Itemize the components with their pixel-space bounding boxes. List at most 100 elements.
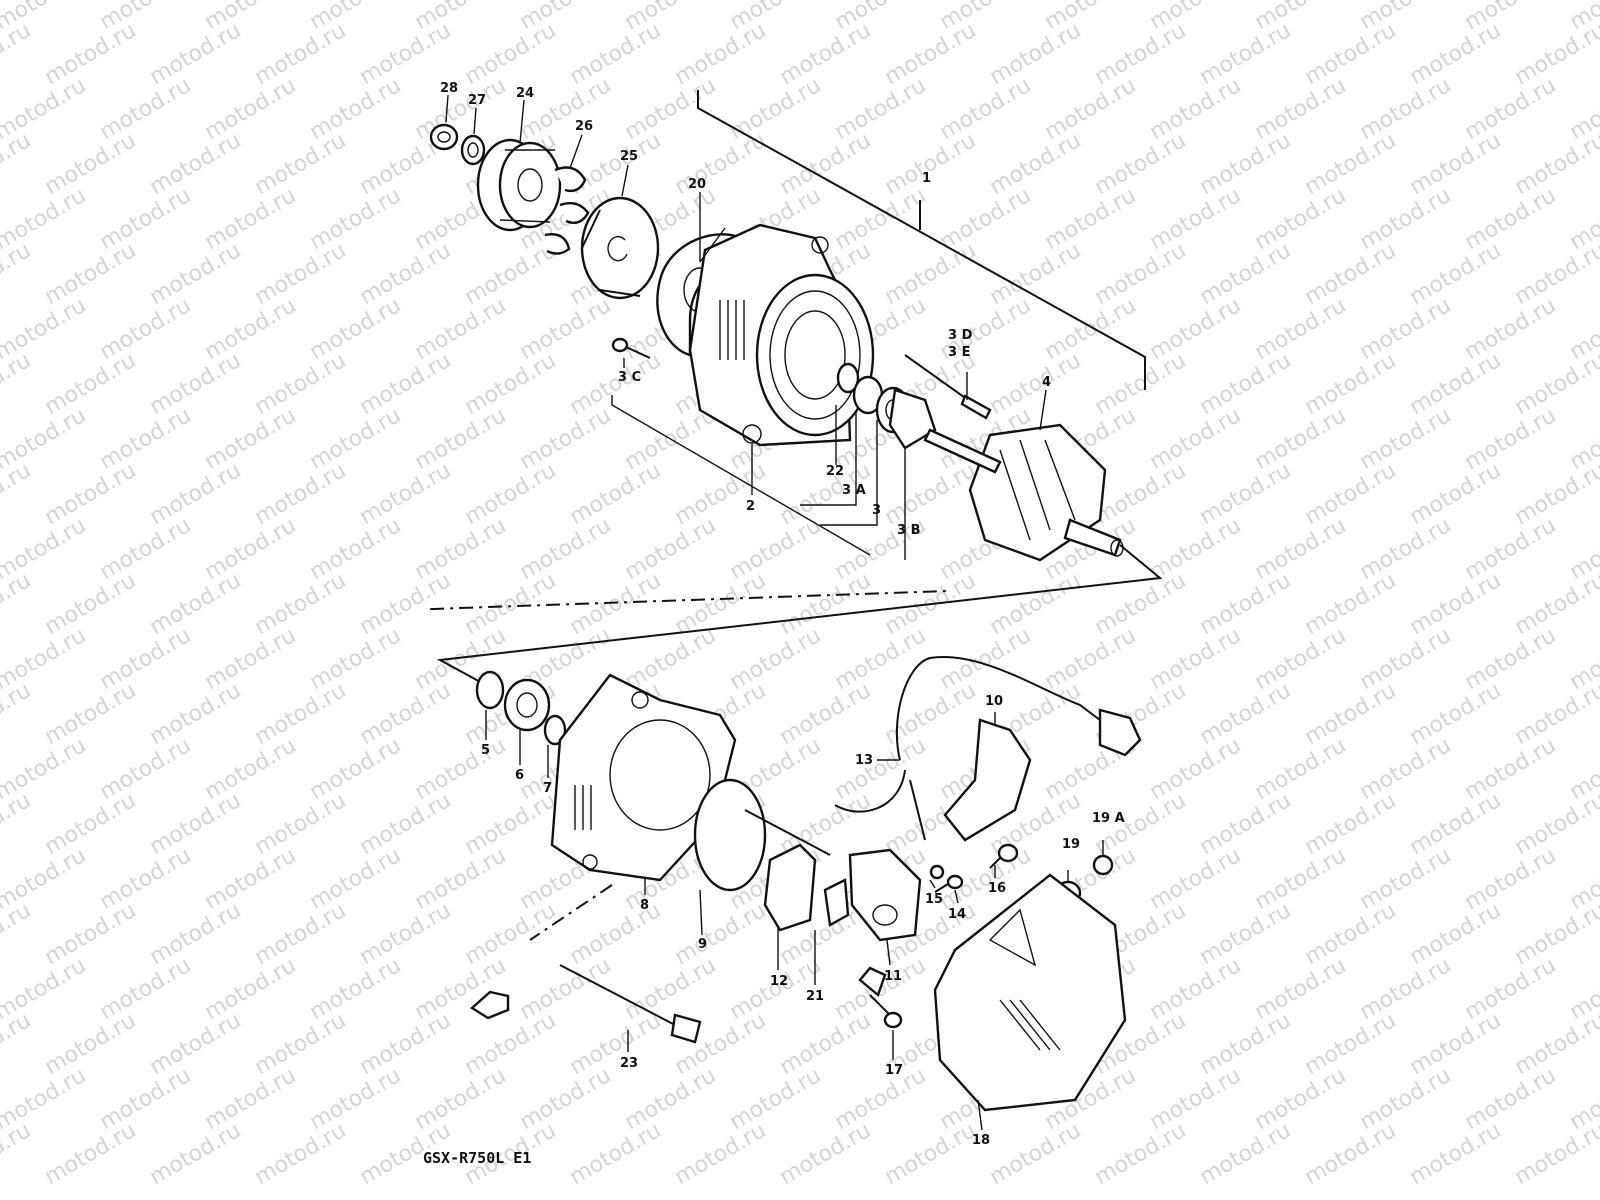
watermark-text: motod.ru: [41, 1118, 141, 1190]
bottom-assembly: [470, 655, 1142, 1131]
watermark-text: motod.ru: [1511, 128, 1600, 200]
watermark-text: motod.ru: [936, 623, 1036, 695]
watermark-text: motod.ru: [1146, 73, 1246, 145]
watermark-text: motod.ru: [1356, 623, 1456, 695]
watermark-text: motod.ru: [881, 128, 981, 200]
watermark-text: motod.ru: [671, 18, 771, 90]
watermark-text: motod.ru: [251, 128, 351, 200]
callout-20: 20: [688, 177, 706, 192]
watermark-text: motod.ru: [356, 18, 456, 90]
part-25-collar: [580, 196, 660, 300]
part-3c-screw: [611, 337, 651, 359]
watermark-text: motod.ru: [1406, 238, 1506, 310]
model-code-label: GSX-R750L E1: [423, 1149, 531, 1167]
watermark-text: motod.ru: [1356, 293, 1456, 365]
watermark-text: motod.ru: [251, 788, 351, 860]
watermark-text: motod.ru: [1461, 403, 1561, 475]
watermark-text: motod.ru: [41, 898, 141, 970]
callout-3d: 3 D: [948, 328, 973, 343]
stator: [755, 273, 875, 437]
part-14-screw: [934, 874, 964, 893]
watermark-text: motod.ru: [461, 18, 561, 90]
watermark-text: motod.ru: [461, 788, 561, 860]
watermark-text: motod.ru: [1091, 18, 1191, 90]
callout-6: 6: [515, 768, 524, 783]
watermark-text: motod.ru: [1196, 238, 1296, 310]
watermark-text: motod.ru: [881, 678, 981, 750]
watermark-text: motod.ru: [1461, 953, 1561, 1025]
watermark-text: motod.ru: [1511, 1008, 1600, 1080]
watermark-text: motod.ru: [146, 678, 246, 750]
callout-3b: 3 B: [897, 523, 920, 538]
watermark-text: motod.ru: [251, 678, 351, 750]
watermark-text: motod.ru: [726, 1063, 826, 1135]
watermark-text: motod.ru: [986, 1118, 1086, 1190]
watermark-text: motod.ru: [1511, 238, 1600, 310]
watermark-text: motod.ru: [1461, 293, 1561, 365]
watermark-text: motod.ru: [831, 73, 931, 145]
watermark-text: motod.ru: [1301, 678, 1401, 750]
watermark-text: motod.ru: [1251, 733, 1351, 805]
watermark-text: motod.ru: [201, 843, 301, 915]
watermark-text: motod.ru: [0, 18, 35, 90]
watermark-text: motod.ru: [1251, 293, 1351, 365]
callout-17: 17: [885, 1063, 903, 1078]
part-4-rotor: [923, 423, 1124, 562]
leader-lines-top: [445, 94, 1047, 560]
part-7-ring: [543, 714, 567, 746]
watermark-text: motod.ru: [1146, 843, 1246, 915]
watermark-text: motod.ru: [41, 1008, 141, 1080]
part-27-washer: [460, 134, 486, 166]
watermark-text: motod.ru: [1041, 183, 1141, 255]
watermark-text: motod.ru: [96, 1063, 196, 1135]
watermark-text: motod.ru: [0, 458, 35, 530]
watermark-text: motod.ru: [1406, 128, 1506, 200]
watermark-text: motod.ru: [1356, 183, 1456, 255]
watermark-text: motod.ru: [146, 1008, 246, 1080]
watermark-text: motod.ru: [831, 623, 931, 695]
part-6-bearing: [503, 678, 551, 732]
watermark-text: motod.ru: [251, 238, 351, 310]
top-assembly: [429, 90, 1163, 691]
watermark-text: motod.ru: [146, 458, 246, 530]
callout-5: 5: [481, 743, 490, 758]
callout-1: 1: [922, 171, 931, 186]
part-22-ring: [836, 362, 860, 394]
watermark-text: motod.ru: [411, 733, 511, 805]
callout-25: 25: [620, 149, 638, 164]
watermark-text: motod.ru: [1406, 788, 1506, 860]
callout-28: 28: [440, 81, 458, 96]
watermark-text: motod.ru: [1251, 953, 1351, 1025]
watermark-text: motod.ru: [461, 238, 561, 310]
front-arrow-icon: [470, 990, 510, 1020]
watermark-text: motod.ru: [201, 623, 301, 695]
watermark-text: motod.ru: [881, 1118, 981, 1190]
watermark-text: motod.ru: [461, 1008, 561, 1080]
watermark-text: motod.ru: [41, 678, 141, 750]
watermark-text: motod.ru: [566, 348, 666, 420]
watermark-text: motod.ru: [411, 513, 511, 585]
watermark-text: motod.ru: [1196, 128, 1296, 200]
watermark-text: motod.ru: [1356, 953, 1456, 1025]
watermark-text: motod.ru: [1251, 513, 1351, 585]
part-13-cable: [834, 655, 1142, 841]
watermark-text: motod.ru: [1091, 568, 1191, 640]
watermark-text: motod.ru: [146, 568, 246, 640]
watermark-text: motod.ru: [831, 1063, 931, 1135]
watermark-text: motod.ru: [1406, 1008, 1506, 1080]
watermark-text: motod.ru: [726, 73, 826, 145]
watermark-text: motod.ru: [411, 73, 511, 145]
part-23-through-bolt: [559, 964, 702, 1044]
part-12-regulator: [763, 843, 817, 932]
watermark-text: motod.ru: [96, 843, 196, 915]
watermark-text: motod.ru: [1356, 1063, 1456, 1135]
watermark-text: motod.ru: [146, 788, 246, 860]
watermark-text: motod.ru: [1511, 678, 1600, 750]
watermark-text: motod.ru: [251, 1118, 351, 1190]
watermark-text: motod.ru: [251, 898, 351, 970]
watermark-text: motod.ru: [1196, 1008, 1296, 1080]
part-19a-cap: [1092, 854, 1114, 876]
callout-10: 10: [985, 694, 1003, 709]
watermark-text: motod.ru: [621, 513, 721, 585]
watermark-text: motod.ru: [1196, 458, 1296, 530]
